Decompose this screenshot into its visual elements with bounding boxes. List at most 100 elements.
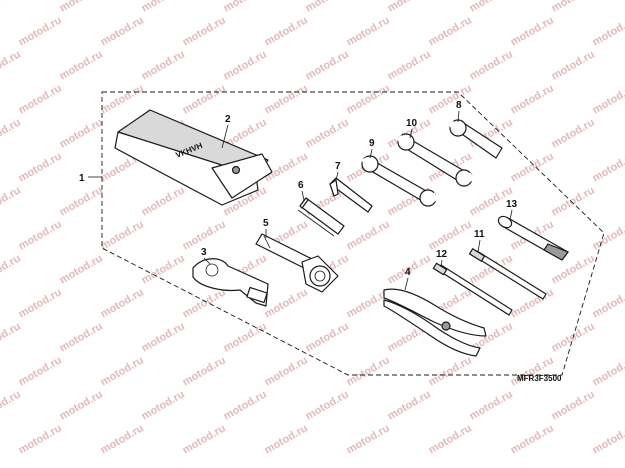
screwdriver-bit-12 — [432, 262, 513, 316]
watermark-text: motod.ru — [99, 82, 146, 116]
watermark-text: motod.ru — [140, 184, 187, 218]
tool-bag: VKHVH — [114, 109, 273, 206]
leader-13 — [509, 209, 513, 221]
watermark-text: motod.ru — [0, 0, 23, 15]
watermark-text: motod.ru — [140, 0, 187, 15]
watermark-text: motod.ru — [468, 48, 515, 82]
watermark-text: motod.ru — [468, 0, 515, 15]
watermark-text: motod.ru — [304, 0, 351, 15]
watermark-text: motod.ru — [17, 218, 64, 252]
callout-8: 8 — [456, 100, 462, 111]
leader-4 — [404, 277, 409, 291]
callout-5: 5 — [263, 218, 269, 229]
watermark-text: motod.ru — [304, 320, 351, 354]
watermark-text: motod.ru — [591, 150, 625, 184]
leader-8 — [457, 110, 460, 123]
callout-9: 9 — [369, 138, 375, 149]
watermark-text: motod.ru — [222, 0, 269, 15]
watermark-text: motod.ru — [550, 184, 597, 218]
watermark-text: motod.ru — [550, 388, 597, 422]
watermark-text: motod.ru — [345, 218, 392, 252]
callout-numbers: 1 2 3 4 5 6 7 8 9 10 11 12 13 — [79, 100, 518, 278]
watermark-text: motod.ru — [591, 14, 625, 48]
watermark-text: motod.ru — [427, 422, 474, 456]
watermark-text: motod.ru — [58, 0, 105, 15]
watermark-text: motod.ru — [17, 354, 64, 388]
watermark-text: motod.ru — [181, 82, 228, 116]
watermark-text: motod.ru — [58, 184, 105, 218]
callout-13: 13 — [506, 199, 518, 210]
watermark-text: motod.ru — [263, 286, 310, 320]
watermark-text: motod.ru — [99, 286, 146, 320]
spark-plug-socket — [255, 233, 339, 293]
watermark-text: motod.ru — [99, 422, 146, 456]
watermark-text: motod.ru — [386, 388, 433, 422]
callout-3: 3 — [201, 247, 207, 258]
watermark-text: motod.ru — [263, 422, 310, 456]
watermark-text: motod.ru — [99, 218, 146, 252]
watermark-text: motod.ru — [591, 354, 625, 388]
leader-11 — [477, 239, 481, 253]
leader-3 — [203, 257, 211, 265]
watermark-text: motod.ru — [58, 48, 105, 82]
hex-wrench-small — [329, 177, 373, 213]
leader-10 — [409, 128, 413, 139]
watermark-text: motod.ru — [17, 150, 64, 184]
leader-2 — [221, 124, 229, 149]
bag-snap-button — [231, 165, 241, 175]
open-end-wrench-9 — [361, 155, 439, 207]
callout-10: 10 — [406, 118, 418, 129]
screwdriver-bit-11 — [468, 248, 547, 300]
watermark-text: motod.ru — [509, 82, 556, 116]
watermark-text: motod.ru — [58, 116, 105, 150]
watermark-text: motod.ru — [181, 354, 228, 388]
watermark-text: motod.ru — [386, 48, 433, 82]
watermark-text: motod.ru — [263, 82, 310, 116]
watermark-text: motod.ru — [468, 388, 515, 422]
callout-6: 6 — [298, 180, 304, 191]
watermark-text: motod.ru — [140, 252, 187, 286]
callout-2: 2 — [225, 114, 231, 125]
open-end-wrench-10 — [396, 133, 475, 187]
watermark-text: motod.ru — [17, 82, 64, 116]
watermark-text: motod.ru — [509, 354, 556, 388]
watermark-text: motod.ru — [17, 422, 64, 456]
watermark-text: motod.ru — [140, 320, 187, 354]
watermark-text: motod.ru — [140, 388, 187, 422]
watermark-text: motod.ru — [304, 48, 351, 82]
watermark-text: motod.ru — [427, 14, 474, 48]
watermark-text: motod.ru — [0, 320, 23, 354]
watermark-text: motod.ru — [181, 14, 228, 48]
leader-7 — [335, 171, 339, 181]
screwdriver-handle — [497, 215, 569, 261]
watermark-text: motod.ru — [99, 14, 146, 48]
watermark-text: motod.ru — [550, 0, 597, 15]
watermark-text: motod.ru — [427, 218, 474, 252]
hex-wrench-large — [297, 197, 345, 237]
pliers — [383, 288, 487, 357]
watermark-text: motod.ru — [222, 388, 269, 422]
watermark-text: motod.ru — [591, 82, 625, 116]
watermark-text: motod.ru — [345, 422, 392, 456]
watermark-text: motod.ru — [17, 14, 64, 48]
watermark-text: motod.ru — [386, 0, 433, 15]
kit-boundary — [101, 91, 605, 376]
watermark-text: motod.ru — [345, 354, 392, 388]
watermark-text: motod.ru — [591, 286, 625, 320]
watermark-text: motod.ru — [58, 252, 105, 286]
watermark-text: motod.ru — [0, 252, 23, 286]
watermark-text: motod.ru — [509, 422, 556, 456]
watermark-text: motod.ru — [0, 48, 23, 82]
watermark-text: motod.ru — [345, 82, 392, 116]
watermark-text: motod.ru — [509, 14, 556, 48]
callout-7: 7 — [335, 161, 341, 172]
watermark-text: motod.ru — [550, 116, 597, 150]
callout-12: 12 — [436, 249, 448, 260]
callout-11: 11 — [474, 229, 485, 240]
watermark-text: motod.ru — [263, 354, 310, 388]
watermark-text: motod.ru — [304, 116, 351, 150]
watermark-text: motod.ru — [304, 388, 351, 422]
part-code: MFR3F3500 — [517, 374, 562, 383]
